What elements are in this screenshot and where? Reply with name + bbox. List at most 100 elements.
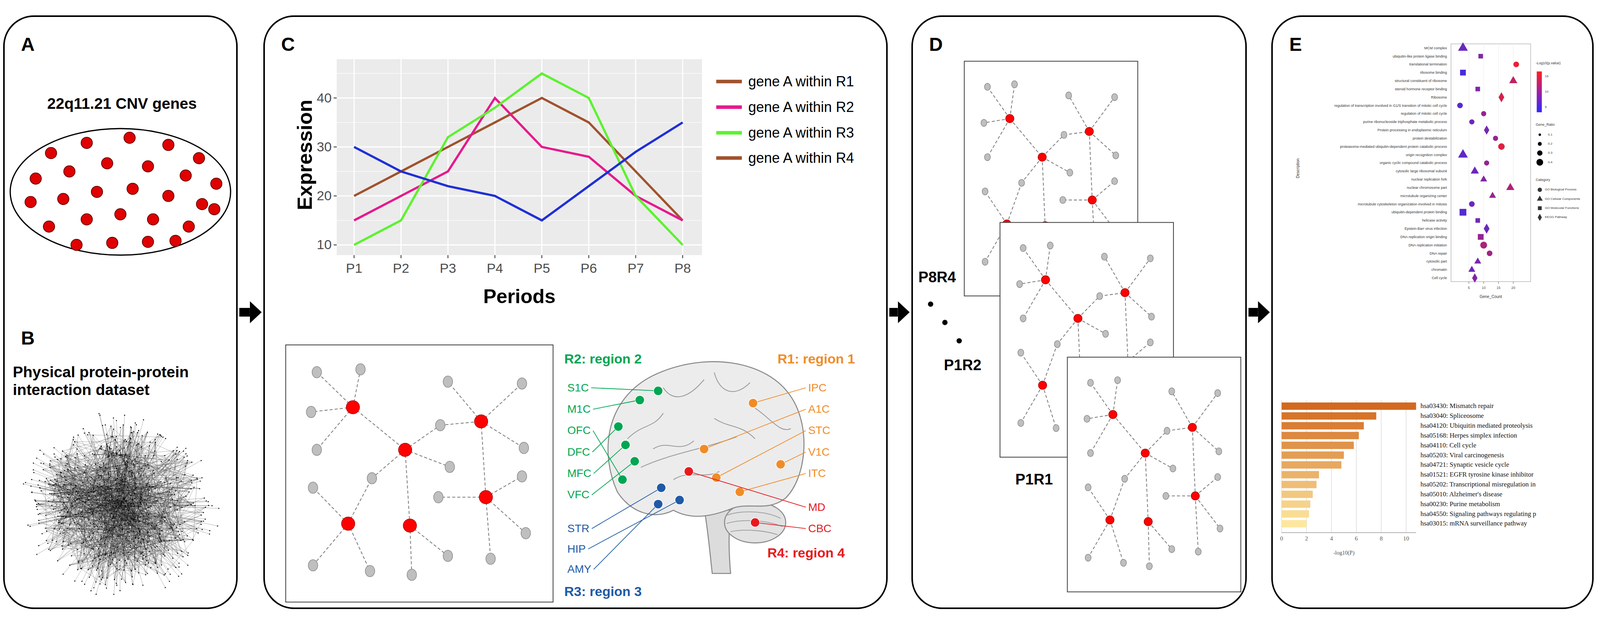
ppi-node	[121, 512, 123, 514]
network-link	[1192, 427, 1219, 452]
ppi-node	[187, 555, 189, 557]
ppi-node	[172, 557, 174, 559]
axis-line	[1281, 532, 1416, 533]
ppi-node	[105, 504, 107, 507]
ppi-node	[112, 515, 114, 518]
ppi-node	[74, 580, 76, 582]
gene-dot	[29, 173, 41, 185]
ppi-node	[148, 551, 150, 553]
ppi-node	[127, 522, 129, 524]
network-link	[1145, 430, 1167, 454]
network-link	[1112, 414, 1146, 454]
ppi-node	[72, 444, 75, 446]
interactor-node	[443, 376, 453, 388]
ppi-node	[187, 460, 189, 462]
ppi-node	[49, 466, 51, 468]
ppi-node	[180, 539, 182, 541]
ppi-node	[165, 437, 167, 440]
ppi-node	[71, 505, 73, 507]
ppi-node	[160, 460, 163, 462]
ppi-node	[103, 481, 105, 483]
gene-dot	[106, 237, 118, 249]
interactor-node	[1111, 177, 1118, 185]
panel-heading: Physical protein-protein interaction dat…	[12, 363, 233, 399]
kegg-bar-chart	[1281, 400, 1416, 533]
ppi-node	[173, 493, 176, 496]
network-link	[1090, 414, 1113, 454]
panel-box: A22q11.21 CNV genesBPhysical protein-pro…	[3, 15, 238, 610]
enrichment-bar	[1281, 422, 1364, 430]
label-text: GO Cellular Components	[1544, 197, 1580, 201]
ppi-node	[191, 482, 193, 484]
ppi-node	[131, 538, 133, 541]
ppi-node	[145, 556, 147, 558]
network-link	[1125, 292, 1128, 362]
interactor-node	[443, 550, 453, 562]
interactor-node	[1067, 169, 1073, 177]
ppi-node	[88, 544, 90, 546]
ppi-node	[115, 467, 118, 470]
label-text: 0.2	[1547, 141, 1553, 146]
ppi-node	[196, 478, 198, 481]
ppi-node	[171, 527, 173, 529]
label-text: 8	[1379, 535, 1383, 543]
enrichment-dot	[1484, 160, 1490, 166]
ppi-node	[49, 464, 51, 466]
ppi-node	[83, 553, 85, 555]
ppi-node	[156, 500, 158, 502]
ppi-node	[42, 469, 44, 471]
interactor-node	[1146, 562, 1153, 570]
network-link	[1068, 95, 1090, 132]
label-text: -log10(P)	[1333, 549, 1355, 557]
label-text: P4	[486, 260, 504, 276]
ppi-node	[151, 522, 153, 524]
label-text: 10	[316, 237, 332, 253]
ppi-node	[104, 584, 107, 586]
ppi-node	[100, 466, 102, 468]
ppi-node	[134, 493, 136, 495]
interactor-node	[308, 482, 318, 494]
ppi-node	[154, 450, 156, 452]
label-text: structural constituent of ribosome	[1394, 78, 1448, 83]
tick-mark	[333, 195, 337, 197]
ppi-node	[144, 463, 146, 465]
legend-swatch	[716, 80, 742, 84]
legend-label: gene A within R1	[748, 73, 854, 90]
ppi-node	[65, 464, 67, 466]
interactor-node	[1120, 559, 1127, 567]
ppi-node	[159, 537, 161, 539]
interactor-node	[1101, 253, 1108, 261]
ppi-node	[187, 552, 189, 554]
ppi-node	[134, 505, 136, 507]
ppi-node	[122, 552, 124, 554]
gyrus-line	[714, 372, 751, 392]
ellipsis-dot	[956, 338, 962, 344]
ppi-node	[123, 498, 125, 500]
ppi-node	[108, 554, 110, 556]
ppi-node	[37, 484, 39, 486]
ppi-node	[66, 454, 68, 456]
ppi-node	[36, 503, 38, 505]
ppi-node	[184, 541, 186, 543]
ppi-node	[128, 523, 130, 525]
label-text: protein destabilization	[1412, 136, 1448, 141]
label-text: OFC	[567, 424, 591, 437]
network-link	[1192, 393, 1218, 428]
interactor-node	[1085, 554, 1092, 562]
major-gridline	[494, 59, 496, 256]
ppi-node	[96, 485, 99, 487]
interactor-node	[445, 461, 455, 473]
network-link	[1089, 96, 1115, 132]
ppi-node	[62, 573, 64, 575]
ppi-node	[68, 524, 71, 526]
ppi-node	[137, 538, 140, 540]
ppi-node	[125, 440, 127, 442]
ppi-node	[122, 501, 124, 503]
gene-dot	[183, 220, 195, 232]
ppi-node	[147, 523, 149, 525]
plot-background	[336, 59, 703, 256]
ppi-node	[106, 531, 109, 533]
ppi-node	[53, 484, 55, 486]
ppi-node	[118, 487, 120, 489]
ppi-node	[118, 482, 120, 485]
